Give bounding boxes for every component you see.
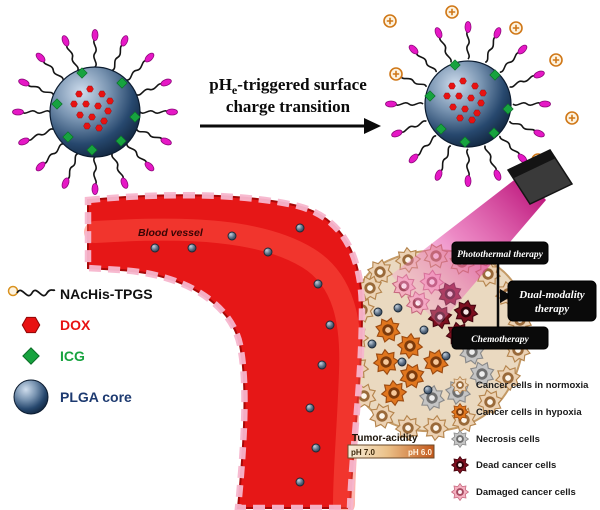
plga-core-legend-icon — [13, 379, 49, 415]
damaged-cell-icon — [450, 482, 470, 502]
tumor-acidity: Tumor-acidity pH 7.0 pH 6.0 — [347, 433, 435, 459]
normoxia-cell-icon — [450, 375, 470, 395]
hypoxia-cell-label: Cancer cells in hypoxia — [476, 407, 582, 418]
charge-dot-icon — [7, 285, 19, 297]
cell-legend: Cancer cells in normoxia Cancer cells in… — [450, 375, 589, 502]
dead-cell-label: Dead cancer cells — [476, 460, 556, 471]
necrosis-cell-icon — [450, 429, 470, 449]
ph-gradient-bar — [347, 444, 435, 459]
transition-label-line1: pHe-triggered surface — [209, 75, 367, 97]
therapy-connector-arrow-icon — [500, 289, 512, 303]
cell-legend-item-hypoxia: Cancer cells in hypoxia — [450, 402, 582, 422]
hypoxia-cell-icon — [450, 402, 470, 422]
chemotherapy-label: Chemotherapy — [471, 335, 529, 345]
legend-label-dox: DOX — [60, 317, 91, 333]
normoxia-cell-label: Cancer cells in normoxia — [476, 380, 589, 391]
transition-arrow: pHe-triggered surface charge transition — [200, 75, 381, 134]
transition-label-ph: pH — [209, 75, 232, 94]
polymer-chain-icon — [16, 289, 56, 297]
nanoparticle-before — [13, 30, 178, 195]
legend-item-icg: ICG — [22, 347, 85, 365]
plga-core-icon — [424, 60, 512, 148]
legend-label-plga-core: PLGA core — [60, 389, 132, 405]
blood-vessel-label: Blood vessel — [138, 227, 204, 239]
photothermal-box — [451, 241, 549, 265]
legend-label-nachis-tpgs: NAcHis-TPGS — [60, 286, 153, 302]
cell-legend-item-dead: Dead cancer cells — [450, 455, 556, 475]
damaged-cell-label: Damaged cancer cells — [476, 487, 576, 498]
icg-icon — [22, 347, 40, 365]
chemotherapy-box — [451, 326, 549, 350]
cell-legend-item-necrosis: Necrosis cells — [450, 429, 540, 449]
nanoparticle-after — [383, 5, 579, 187]
vessel-highlight — [84, 218, 362, 510]
dual-modality-label-line1: Dual-modality — [518, 289, 585, 301]
blood-vessel: Blood vessel — [84, 191, 366, 510]
dual-modality-label-line2: therapy — [535, 303, 569, 315]
photothermal-label: Photothermal therapy — [457, 250, 544, 260]
laser-device-face — [508, 150, 556, 178]
dual-modality-box — [507, 280, 597, 322]
dead-cell-icon — [450, 455, 470, 475]
arrow-head-icon — [364, 118, 381, 134]
cell-legend-item-normoxia: Cancer cells in normoxia — [450, 375, 589, 395]
transition-label-rest: -triggered surface — [237, 75, 367, 94]
legend-item-plga-core: PLGA core — [13, 379, 132, 415]
ph-left-label: pH 7.0 — [351, 448, 376, 457]
component-legend: NAcHis-TPGS DOX ICG PLGA core — [7, 285, 153, 415]
therapy-diagram: Photothermal therapy Dual-modality thera… — [451, 241, 597, 350]
legend-item-nachis-tpgs: NAcHis-TPGS — [7, 285, 153, 302]
cell-legend-item-damaged: Damaged cancer cells — [450, 482, 576, 502]
plga-core-icon — [49, 66, 141, 158]
ph-right-label: pH 6.0 — [408, 448, 433, 457]
transition-label-sub: e — [232, 83, 238, 97]
legend-label-icg: ICG — [60, 348, 85, 364]
necrosis-cell-label: Necrosis cells — [476, 434, 540, 445]
tumor-acidity-title: Tumor-acidity — [352, 433, 418, 444]
transition-label-line2: charge transition — [226, 97, 351, 116]
dox-icon — [21, 316, 41, 334]
legend-item-dox: DOX — [21, 316, 91, 334]
endothelium-lining-icon — [84, 191, 366, 510]
